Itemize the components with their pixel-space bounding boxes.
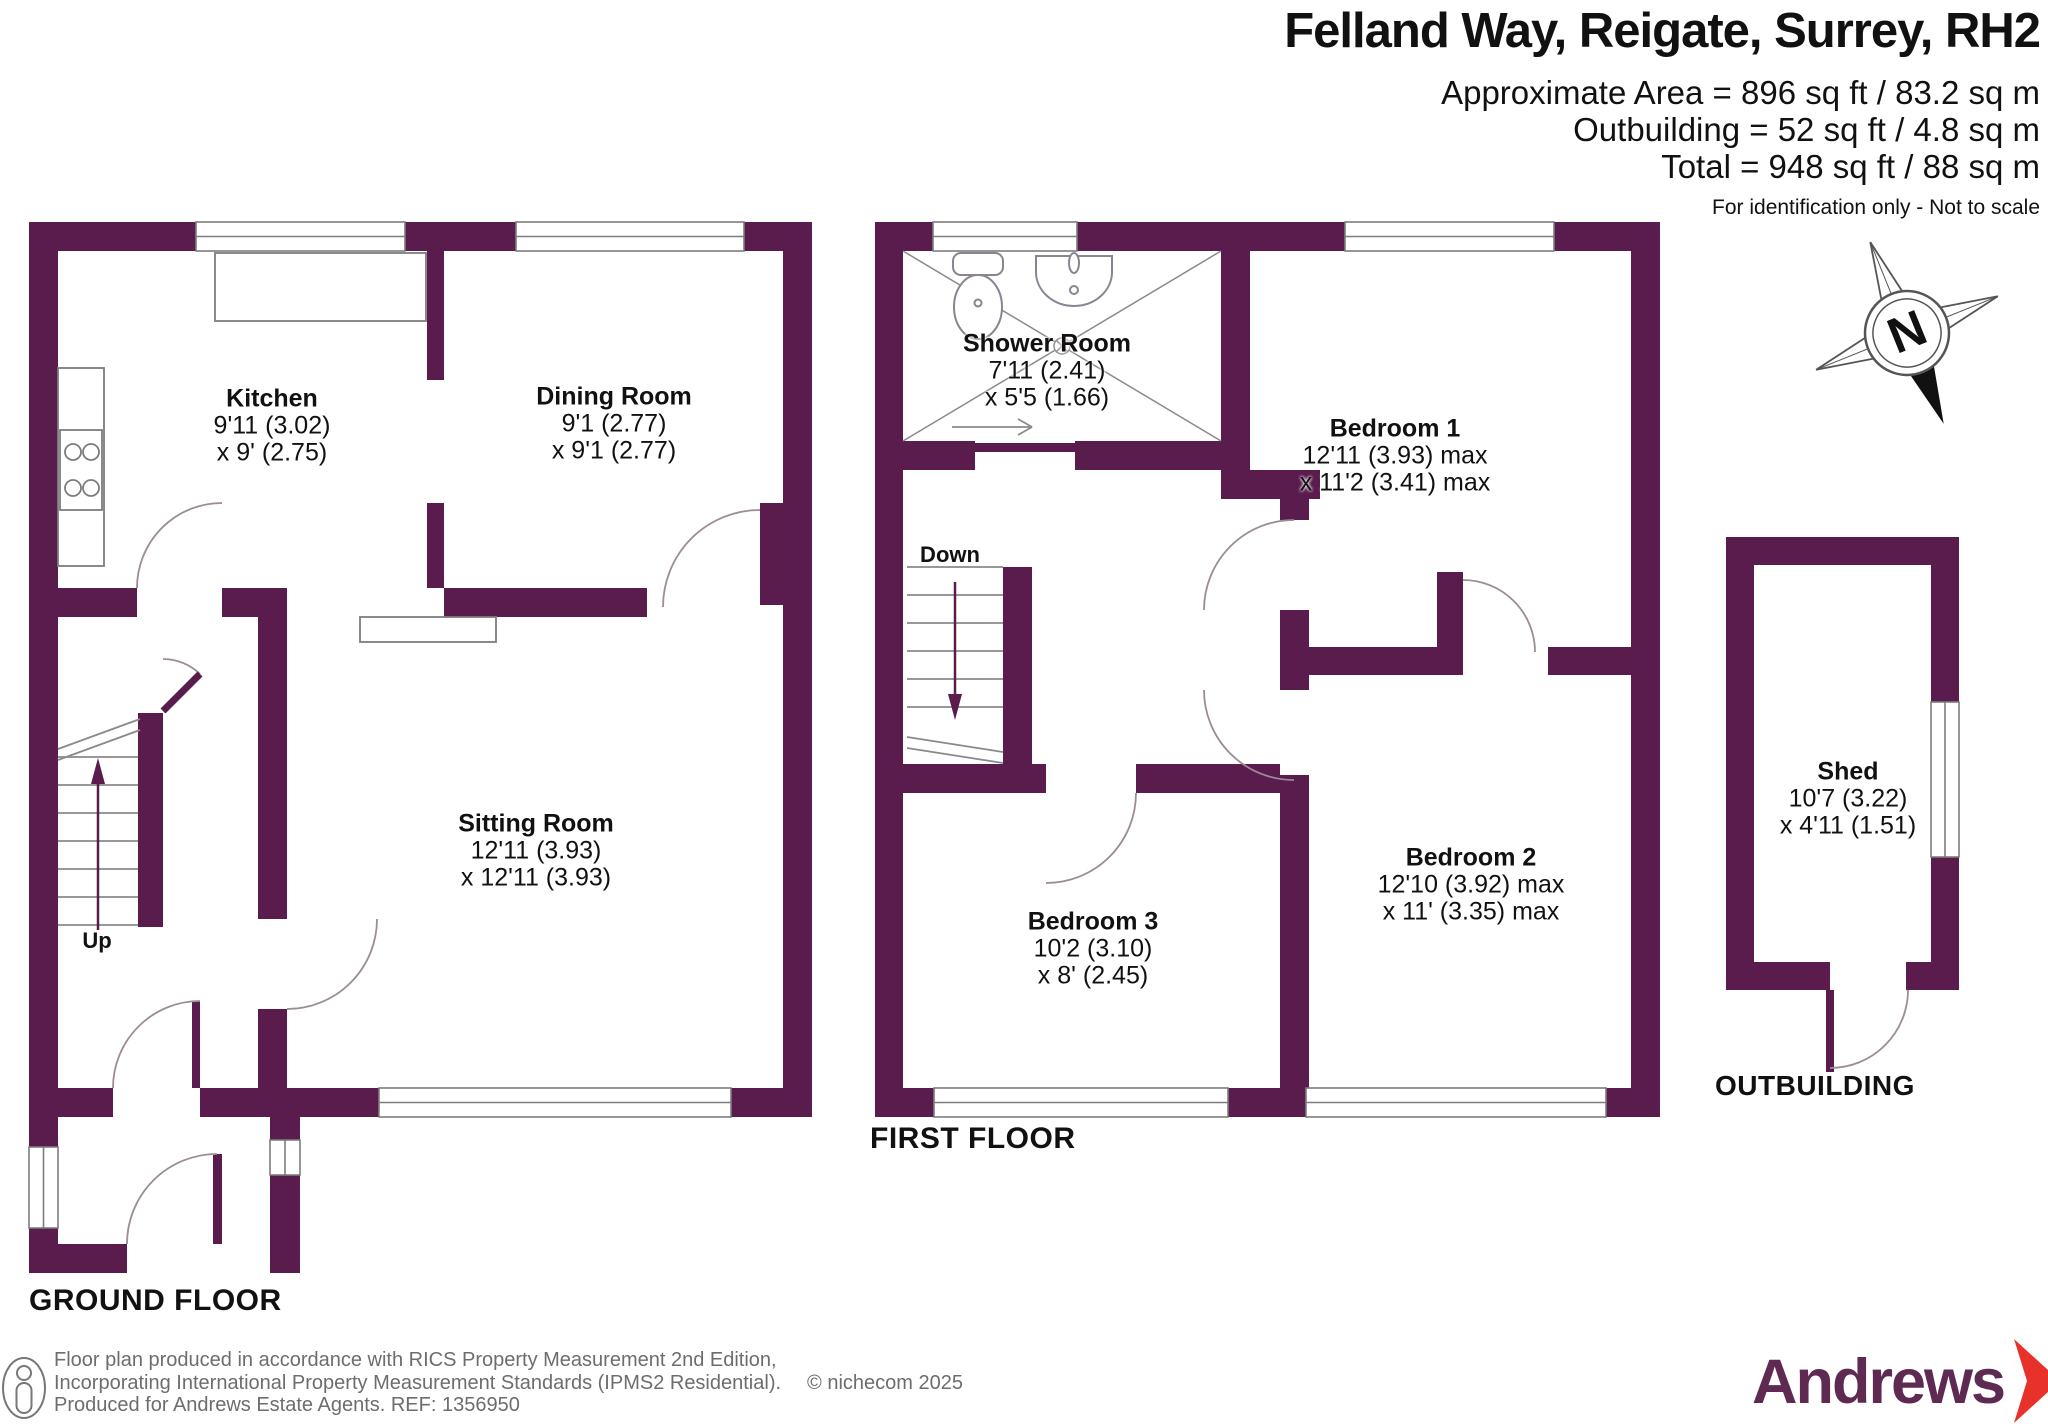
ground-floor-doors — [112, 502, 761, 1245]
first-floor-doors — [1045, 519, 1536, 884]
stairs-down-label: Down — [920, 542, 980, 567]
footer-line2-row: Incorporating International Property Mea… — [54, 1372, 963, 1395]
first-floor-walls — [875, 222, 1660, 1117]
outbuilding-door-arc — [1829, 989, 1909, 1069]
outbuilding-walls — [1726, 537, 1959, 1072]
room-label-shed: Shed 10'7 (3.22) x 4'11 (1.51) — [1779, 757, 1917, 840]
page-title: Felland Way, Reigate, Surrey, RH2 — [1284, 4, 2041, 58]
room-label-bedroom1: Bedroom 1 12'11 (3.93) max x 11'2 (3.41)… — [1299, 414, 1491, 497]
footer-line2: Incorporating International Property Mea… — [54, 1371, 782, 1394]
room-label-kitchen: Kitchen 9'11 (3.02) x 9' (2.75) — [213, 384, 331, 467]
stairs-up-label: Up — [82, 928, 112, 953]
footer-line1: Floor plan produced in accordance with R… — [54, 1349, 777, 1371]
down-arrow-icon — [948, 582, 962, 720]
andrews-chevron-icon — [2014, 1339, 2048, 1423]
first-floor-label: FIRST FLOOR — [870, 1122, 1076, 1155]
room-label-sitting: Sitting Room 12'11 (3.93) x 12'11 (3.93) — [458, 809, 614, 892]
total-area: Total = 948 sq ft / 88 sq m — [1661, 148, 2040, 185]
outbuilding-area: Outbuilding = 52 sq ft / 4.8 sq m — [1573, 111, 2040, 148]
ground-floor-label: GROUND FLOOR — [29, 1284, 282, 1317]
andrews-logo: Andrews — [1752, 1338, 2048, 1426]
ground-floor-walls — [29, 222, 812, 1273]
identification-note: For identification only - Not to scale — [1712, 196, 2040, 219]
room-label-shower: Shower Room 7'11 (2.41) x 5'5 (1.66) — [962, 329, 1132, 412]
footer-disclaimer: Floor plan produced in accordance with R… — [54, 1349, 963, 1417]
first-floor-windows — [932, 221, 1607, 1118]
andrews-logo-text: Andrews — [1752, 1347, 2006, 1417]
compass-icon — [1815, 241, 1999, 424]
approximate-area: Approximate Area = 896 sq ft / 83.2 sq m — [1441, 74, 2040, 111]
room-label-bedroom2: Bedroom 2 12'10 (3.92) max x 11' (3.35) … — [1377, 843, 1565, 926]
sink-icon — [1035, 252, 1113, 307]
room-label-bedroom3: Bedroom 3 10'2 (3.10) x 8' (2.45) — [1027, 907, 1159, 990]
door-leaf — [160, 671, 203, 714]
footer-line3: Produced for Andrews Estate Agents. REF:… — [54, 1394, 520, 1416]
header: Felland Way, Reigate, Surrey, RH2 Approx… — [640, 2, 2041, 220]
room-label-dining: Dining Room 9'1 (2.77) x 9'1 (2.77) — [536, 382, 692, 465]
shower-head-symbol — [1053, 337, 1071, 355]
footer-copyright: © nichecom 2025 — [807, 1371, 963, 1394]
outbuilding-label: OUTBUILDING — [1715, 1070, 1915, 1101]
outbuilding-window — [1930, 701, 1960, 858]
ground-floor-windows — [28, 221, 745, 1229]
person-icon — [2, 1357, 46, 1419]
toilet-icon — [952, 252, 1004, 340]
kitchen-fixtures — [57, 252, 497, 643]
shower-entry-arrow-icon — [952, 418, 1033, 436]
up-arrow-icon — [91, 758, 105, 930]
